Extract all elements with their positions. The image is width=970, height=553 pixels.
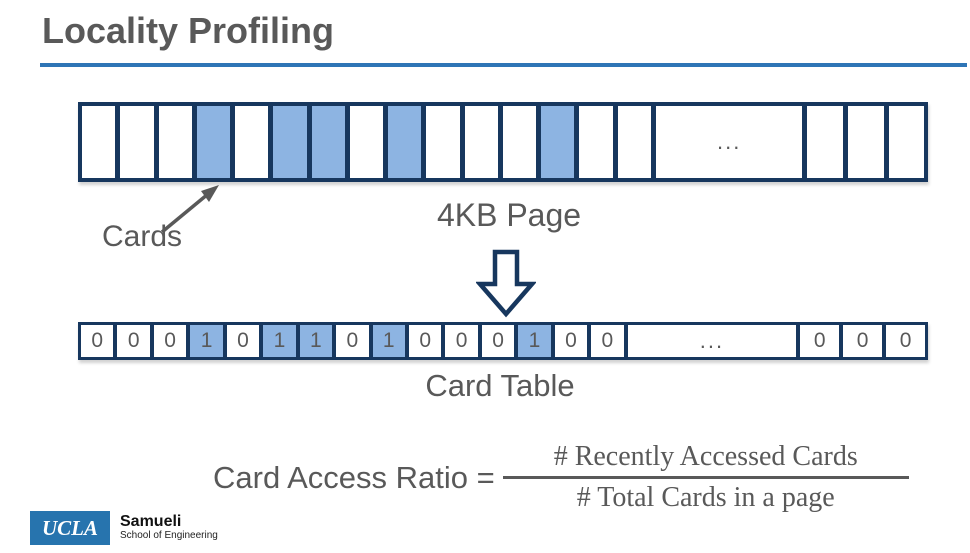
card-cell xyxy=(268,106,307,178)
formula-numerator: # Recently Accessed Cards xyxy=(553,441,858,472)
page-row-ellipsis-cell: ... xyxy=(650,106,803,178)
card-table-cell: 0 xyxy=(477,325,515,357)
card-cell xyxy=(191,106,231,178)
card-cell xyxy=(612,106,651,178)
card-cell xyxy=(82,106,116,178)
card-table-cell: 0 xyxy=(587,325,624,357)
card-cell xyxy=(497,106,537,178)
logo-text: Samueli School of Engineering xyxy=(120,511,218,541)
card-cell xyxy=(344,106,384,178)
card-table-cell: 0 xyxy=(404,325,442,357)
ucla-logo-box: UCLA xyxy=(30,511,110,545)
card-cell xyxy=(115,106,154,178)
card-cell xyxy=(153,106,192,178)
card-cell xyxy=(306,106,345,178)
card-cell xyxy=(574,106,613,178)
card-table-cell: 0 xyxy=(222,325,260,357)
card-cell xyxy=(802,106,843,178)
down-arrow-icon xyxy=(476,249,536,318)
card-table-cell: 0 xyxy=(149,325,187,357)
card-cell xyxy=(230,106,269,178)
card-table-cell: 0 xyxy=(839,325,883,357)
card-table-cell: 0 xyxy=(113,325,150,357)
card-cell xyxy=(421,106,460,178)
school-label: School of Engineering xyxy=(120,530,218,541)
card-table-cell: 0 xyxy=(882,325,925,357)
card-table-cell: 0 xyxy=(81,325,114,357)
card-cell xyxy=(842,106,884,178)
card-table-cell: 0 xyxy=(332,325,369,357)
card-cell xyxy=(383,106,422,178)
card-access-ratio-formula: Card Access Ratio = # Recently Accessed … xyxy=(213,441,909,514)
card-table-cell: 1 xyxy=(259,325,296,357)
card-cell xyxy=(536,106,575,178)
card-table-label: Card Table xyxy=(425,368,575,403)
card-table-ellipsis-cell: ... xyxy=(623,325,797,357)
title-underline xyxy=(40,63,967,67)
card-table-cell: 1 xyxy=(514,325,551,357)
card-table-cell: 0 xyxy=(796,325,840,357)
ucla-samueli-logo: UCLA Samueli School of Engineering xyxy=(30,511,218,545)
card-table-cell: 1 xyxy=(368,325,405,357)
page-row: ... xyxy=(78,102,928,182)
page-title: Locality Profiling xyxy=(42,10,335,51)
card-cell xyxy=(883,106,925,178)
cards-arrow-icon xyxy=(160,185,219,234)
card-table-cell: 1 xyxy=(295,325,333,357)
card-table-cell: 0 xyxy=(550,325,588,357)
samueli-label: Samueli xyxy=(120,513,182,530)
cards-label: Cards xyxy=(102,220,183,253)
formula-denominator: # Total Cards in a page xyxy=(576,482,835,513)
formula-lhs: Card Access Ratio = xyxy=(213,459,495,495)
formula-fraction: # Recently Accessed Cards # Total Cards … xyxy=(502,441,909,514)
page-size-label: 4KB Page xyxy=(436,197,582,233)
card-cell xyxy=(459,106,498,178)
ucla-logo-text: UCLA xyxy=(41,515,98,540)
card-table-cell: 0 xyxy=(441,325,478,357)
fraction-bar xyxy=(502,476,909,479)
card-table-cell: 1 xyxy=(186,325,223,357)
